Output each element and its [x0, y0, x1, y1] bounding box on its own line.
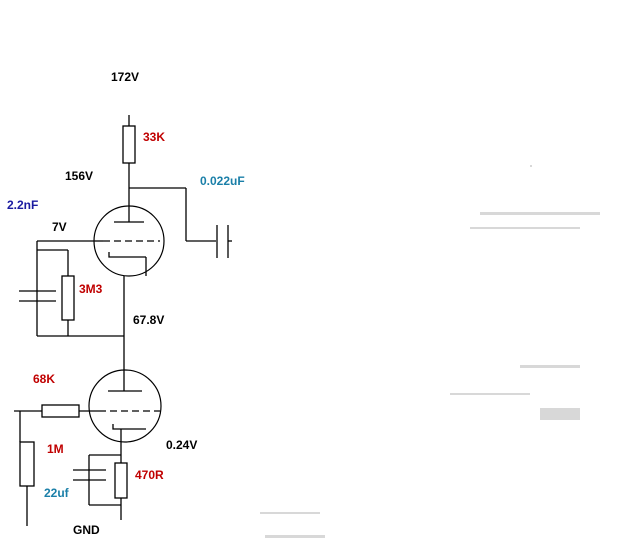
output-coupling-capacitor	[216, 225, 232, 258]
grid-input-network	[14, 404, 99, 526]
output-coupling-path	[129, 187, 216, 242]
plate-voltage-label: 156V	[65, 169, 93, 183]
cathode-top-voltage-label: 67.8V	[133, 313, 164, 327]
grid-network-top	[36, 240, 124, 337]
output-cap-value: 0.022uF	[200, 174, 245, 188]
grid-stopper-value: 68K	[33, 372, 55, 386]
lower-triode-tube	[88, 369, 162, 443]
cathode-bypass-capacitor	[73, 469, 106, 481]
supply-voltage-label: 172V	[111, 70, 139, 84]
cathode-bottom-voltage-label: 0.24V	[166, 438, 197, 452]
cathode-network	[88, 442, 128, 520]
grid-bias-resistor-3m3	[61, 275, 75, 321]
plate-load-resistor	[122, 115, 136, 213]
grid-bias-resistor-value: 3M3	[79, 282, 103, 296]
cathode-resistor-value: 470R	[135, 468, 164, 482]
grid-leak-value: 1M	[47, 442, 64, 456]
cathode-bypass-value: 22uf	[44, 486, 70, 500]
upper-triode-tube	[93, 205, 165, 277]
ground-label: GND	[73, 523, 100, 537]
grid-voltage-label: 7V	[52, 220, 67, 234]
plate-load-value: 33K	[143, 130, 165, 144]
grid-bypass-cap-value: 2.2nF	[7, 198, 38, 212]
background-noise	[260, 165, 600, 538]
grid-bypass-capacitor-2n2	[19, 290, 56, 302]
